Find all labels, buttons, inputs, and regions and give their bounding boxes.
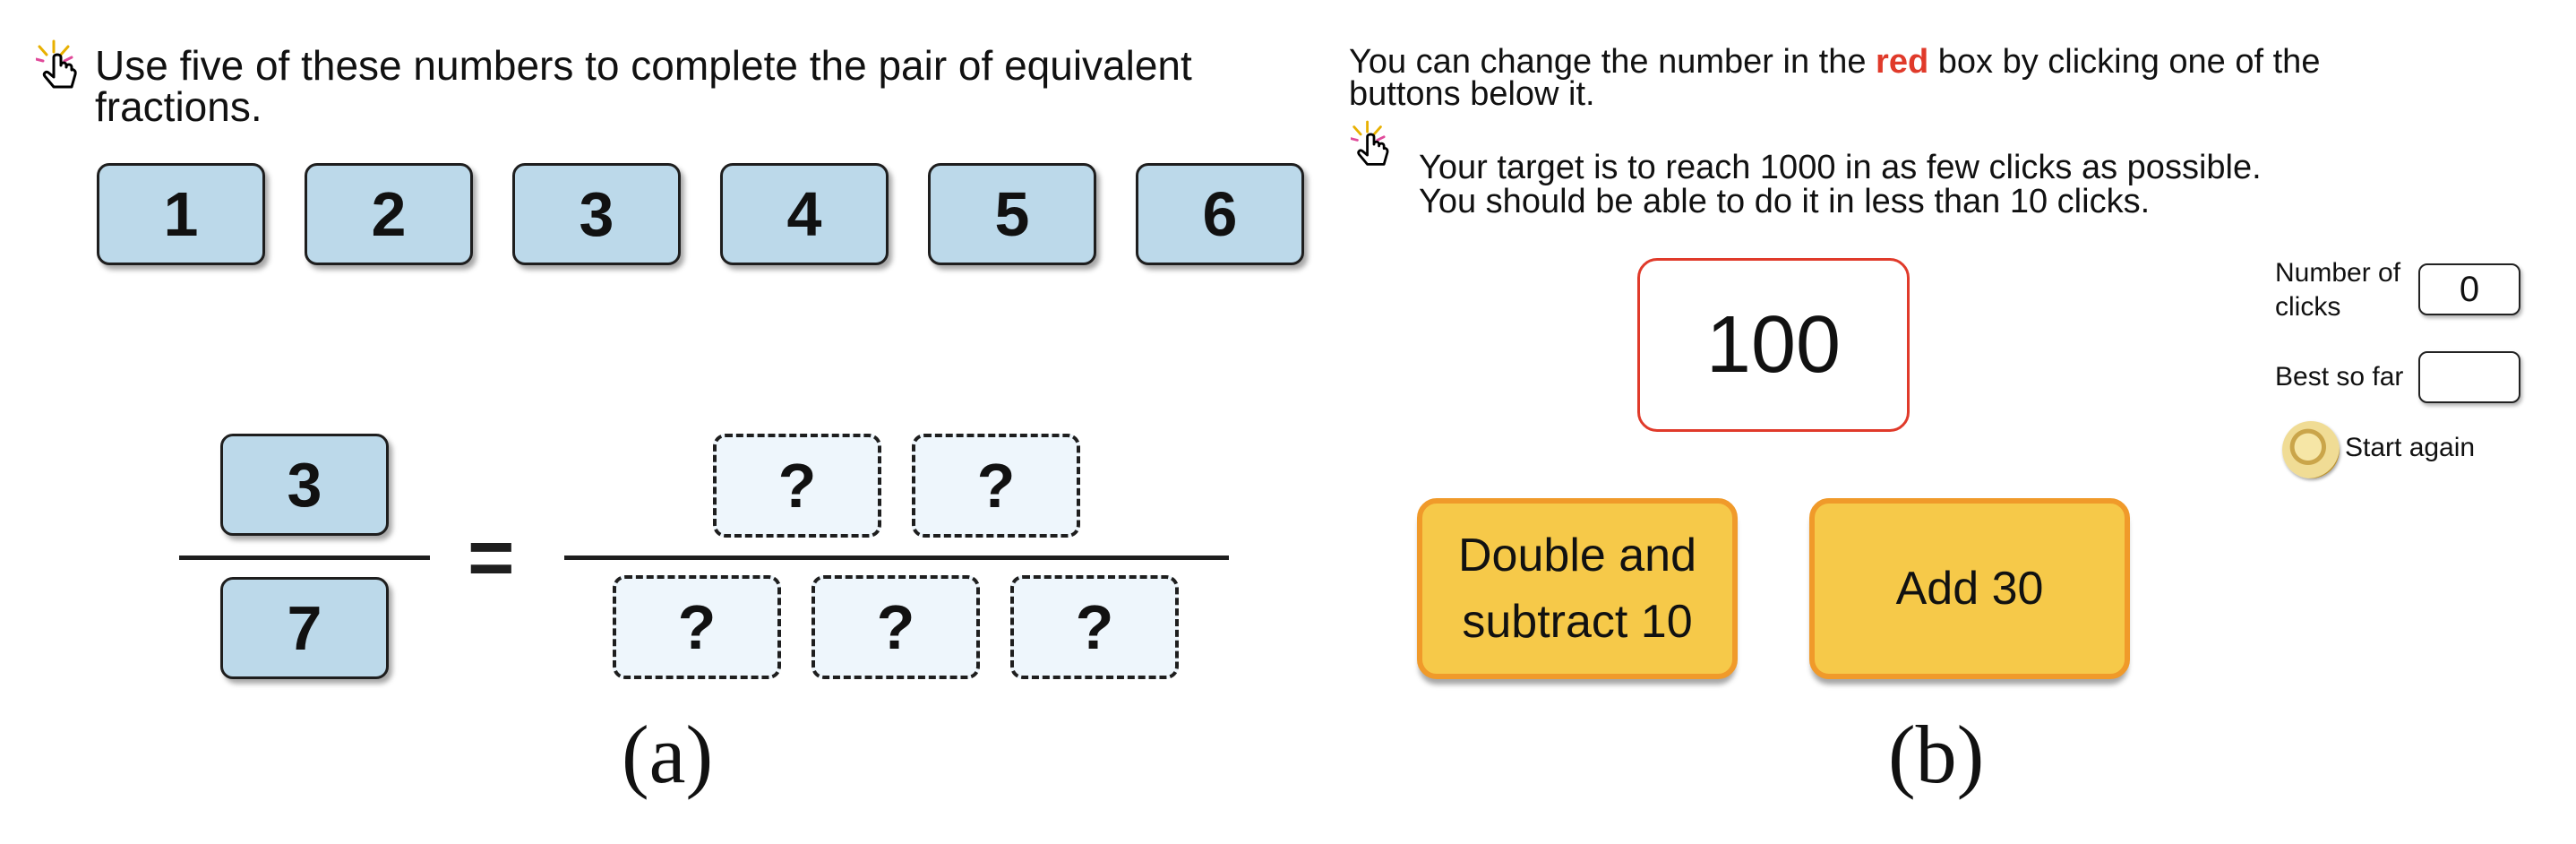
equals-sign: = — [468, 513, 515, 603]
number-tile-5[interactable]: 5 — [928, 163, 1096, 265]
start-again-label[interactable]: Start again — [2345, 433, 2476, 462]
target-line-2: You should be able to do it in less than… — [1419, 183, 2151, 220]
denominator-slot-2[interactable]: ? — [811, 575, 980, 679]
hand-pointer-icon — [1351, 120, 1389, 166]
target-line-1: Your target is to reach 1000 in as few c… — [1419, 149, 2262, 186]
denominator-slot-1[interactable]: ? — [613, 575, 781, 679]
current-number-box: 100 — [1637, 258, 1910, 432]
numerator-slot-1[interactable]: ? — [713, 434, 881, 538]
caption-b: (b) — [1888, 709, 1985, 800]
number-tile-6[interactable]: 6 — [1136, 163, 1304, 265]
intro-text-red: red — [1876, 43, 1929, 81]
intro-line-1: You can change the number in the red box… — [1349, 45, 2320, 79]
left-numerator-tile[interactable]: 3 — [220, 434, 389, 536]
right-fraction-bar — [564, 555, 1229, 560]
instruction-line-2: fractions. — [95, 83, 262, 130]
clicks-label-line-1: Number of — [2275, 258, 2401, 288]
restart-icon[interactable] — [2282, 421, 2340, 478]
instruction-line-1: Use five of these numbers to complete th… — [95, 42, 1192, 89]
double-and-subtract-10-button[interactable]: Double and subtract 10 — [1417, 498, 1738, 679]
clicks-counter-field: 0 — [2418, 263, 2520, 315]
denominator-slot-3[interactable]: ? — [1010, 575, 1179, 679]
intro-text-after: box by clicking one of the — [1928, 43, 2321, 81]
left-denominator-tile[interactable]: 7 — [220, 577, 389, 679]
clicks-label: Number of clicks — [2275, 256, 2400, 324]
number-tile-3[interactable]: 3 — [512, 163, 681, 265]
number-tile-1[interactable]: 1 — [97, 163, 265, 265]
caption-a: (a) — [622, 709, 714, 800]
clicks-label-line-2: clicks — [2275, 292, 2341, 322]
number-tile-2[interactable]: 2 — [305, 163, 473, 265]
number-tile-4[interactable]: 4 — [720, 163, 889, 265]
numerator-slot-2[interactable]: ? — [912, 434, 1080, 538]
hand-pointer-icon — [36, 39, 77, 89]
best-so-far-label: Best so far — [2275, 362, 2404, 392]
intro-text-before: You can change the number in the — [1349, 43, 1876, 81]
double-button-line-1: Double and — [1458, 530, 1696, 581]
left-fraction-bar — [179, 555, 430, 560]
intro-line-2: buttons below it. — [1349, 75, 1595, 113]
add-30-button[interactable]: Add 30 — [1809, 498, 2130, 679]
double-button-line-2: subtract 10 — [1462, 596, 1693, 648]
best-so-far-field — [2418, 351, 2520, 403]
